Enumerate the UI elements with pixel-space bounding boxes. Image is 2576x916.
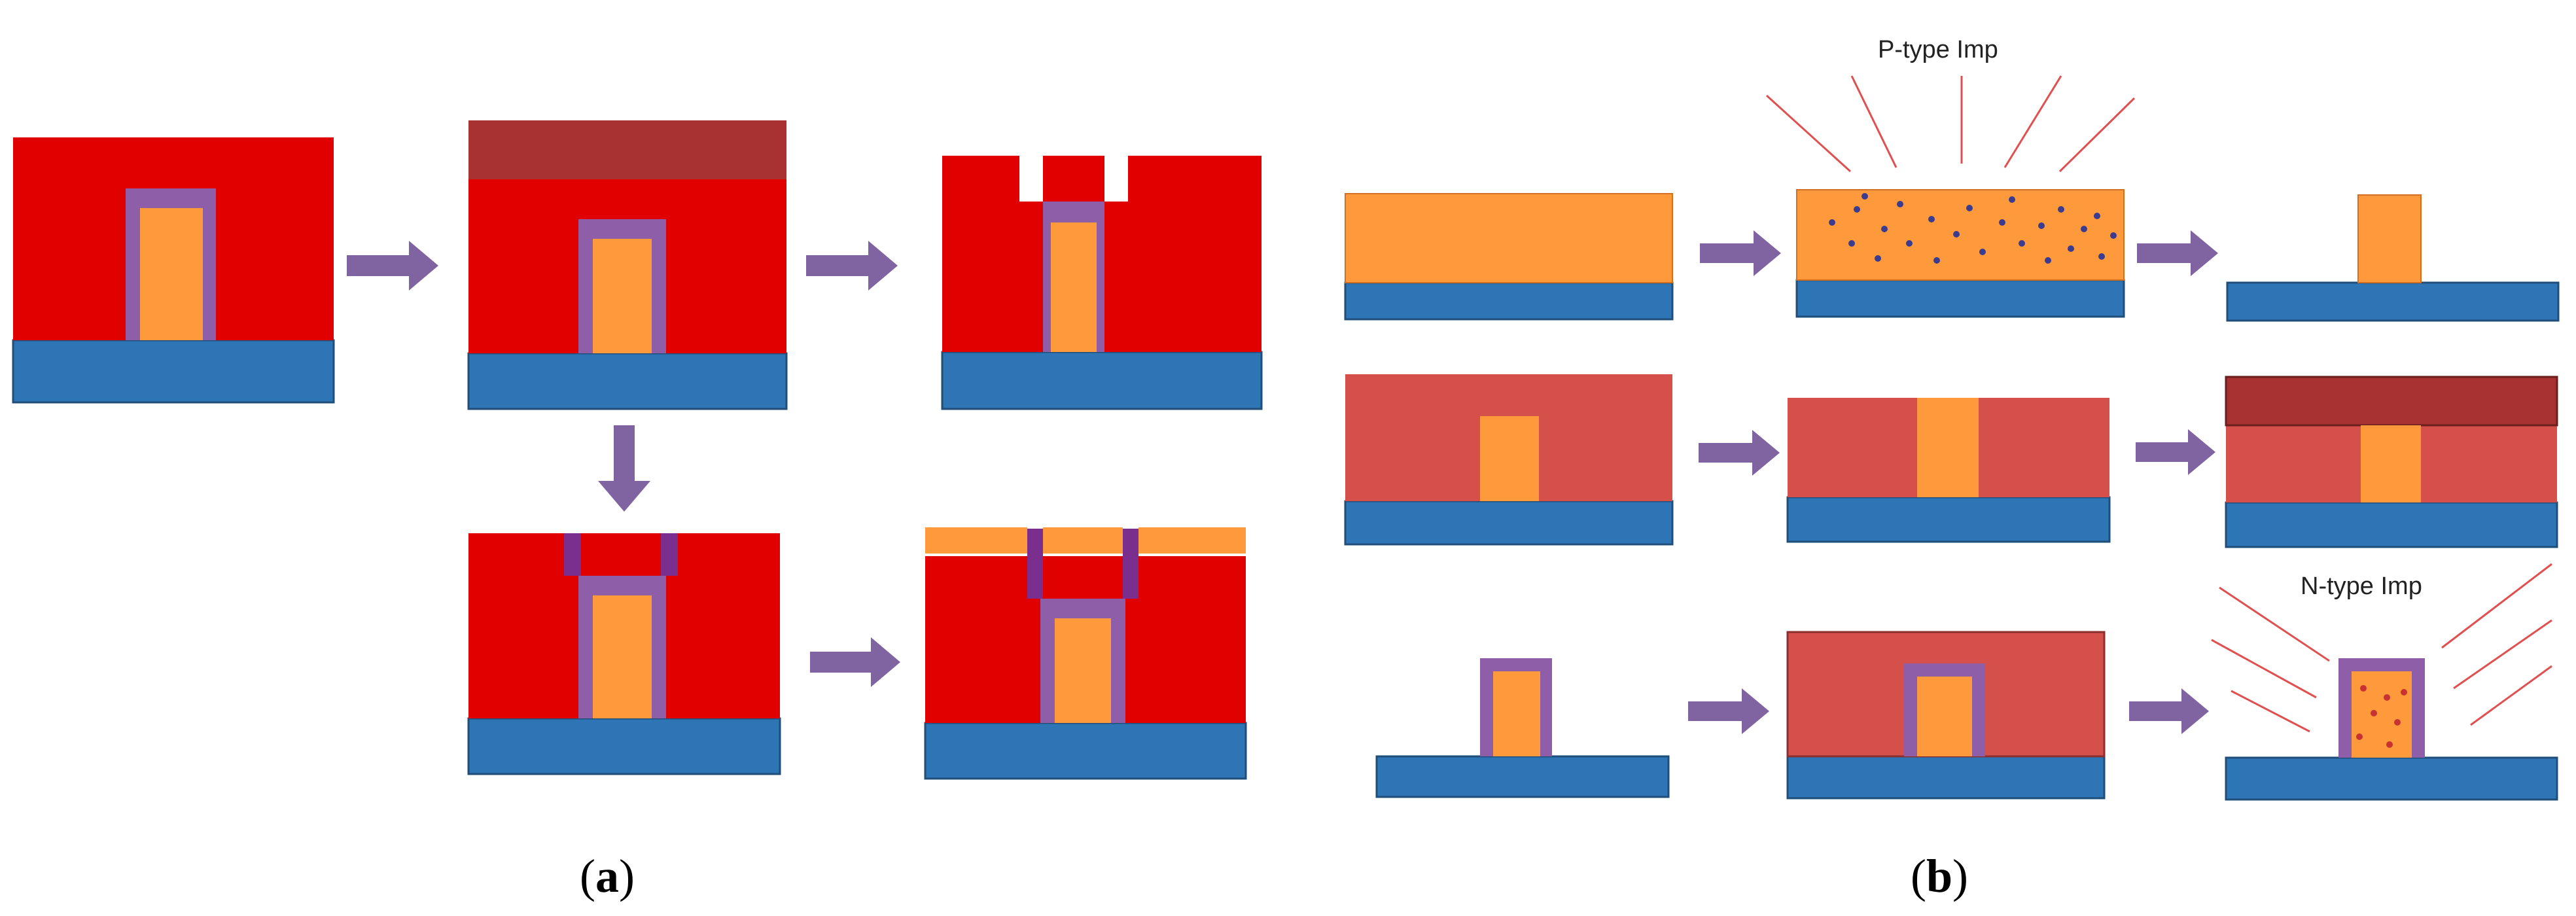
substrate xyxy=(1786,496,2111,543)
orange-fin xyxy=(1480,416,1539,501)
substrate xyxy=(924,722,1247,780)
b-row1-step3 xyxy=(2226,194,2560,322)
substrate xyxy=(1375,755,1670,798)
panel-a xyxy=(12,120,1263,780)
panel-b: P-type Imp xyxy=(1344,36,2560,801)
orange-strip xyxy=(925,527,1027,554)
b-row2-step2 xyxy=(1786,398,2111,543)
b-row2-step3 xyxy=(2225,376,2558,548)
orange-layer xyxy=(1796,189,2125,281)
n-type-implant-label: N-type Imp xyxy=(2301,572,2422,600)
panel-a-caption: (a) xyxy=(580,850,635,902)
dark-red-cap xyxy=(468,120,786,179)
orange-core xyxy=(593,239,652,353)
substrate xyxy=(2226,281,2560,322)
orange-core xyxy=(140,208,203,340)
a-step-4 xyxy=(467,533,781,775)
purple-plug xyxy=(1027,529,1043,599)
b-row3-step3: N-type Imp xyxy=(2211,563,2558,801)
orange-layer xyxy=(1345,193,1673,283)
substrate xyxy=(1786,755,2106,800)
dopant-dots xyxy=(2356,685,2407,748)
p-type-implant-label: P-type Imp xyxy=(1878,36,1998,63)
orange-fin xyxy=(2352,671,2412,758)
arrow-right xyxy=(810,637,900,687)
orange-fin xyxy=(2361,425,2421,502)
purple-plug xyxy=(661,533,678,576)
orange-core xyxy=(593,595,652,718)
panel-b-caption: (b) xyxy=(1911,850,1969,902)
a-step-3 xyxy=(941,150,1263,410)
substrate xyxy=(467,717,781,775)
arrow-right xyxy=(2137,230,2218,276)
substrate xyxy=(2225,501,2558,548)
substrate xyxy=(2225,756,2558,801)
b-row1-step1 xyxy=(1344,193,1674,321)
substrate xyxy=(1344,500,1674,546)
purple-plug xyxy=(1123,529,1138,599)
substrate xyxy=(1344,281,1674,321)
implant-rays xyxy=(1765,75,2136,173)
orange-fin xyxy=(1493,671,1540,756)
dopant-dots xyxy=(1829,193,2117,264)
arrow-right xyxy=(2136,429,2215,475)
a-step-1 xyxy=(12,137,335,404)
orange-strip xyxy=(1043,527,1123,554)
b-row3-step1 xyxy=(1375,658,1670,798)
b-row3-step2 xyxy=(1786,631,2106,800)
b-row2-step1 xyxy=(1344,374,1674,546)
dark-red-cap xyxy=(2225,376,2558,427)
substrate xyxy=(941,351,1263,410)
orange-fin xyxy=(2357,194,2422,283)
substrate xyxy=(12,339,335,404)
substrate xyxy=(1795,279,2125,318)
trench xyxy=(1019,150,1043,202)
arrow-right xyxy=(1699,430,1780,476)
arrow-down xyxy=(598,425,650,512)
substrate xyxy=(467,352,788,410)
arrow-right xyxy=(1688,688,1769,734)
orange-fin xyxy=(1917,677,1972,756)
orange-strip xyxy=(1138,527,1246,554)
orange-fin xyxy=(1917,398,1979,497)
purple-plug xyxy=(564,533,581,576)
arrow-right xyxy=(2129,688,2209,734)
a-step-2 xyxy=(467,120,788,410)
arrow-right xyxy=(806,241,898,291)
a-step-5 xyxy=(924,527,1247,780)
arrow-right xyxy=(1700,230,1781,276)
orange-core xyxy=(1055,618,1111,723)
b-row1-step2: P-type Imp xyxy=(1765,36,2136,318)
trench xyxy=(1104,150,1128,202)
implant-rays xyxy=(2211,563,2552,733)
orange-core xyxy=(1051,222,1097,352)
arrow-right xyxy=(347,241,438,291)
